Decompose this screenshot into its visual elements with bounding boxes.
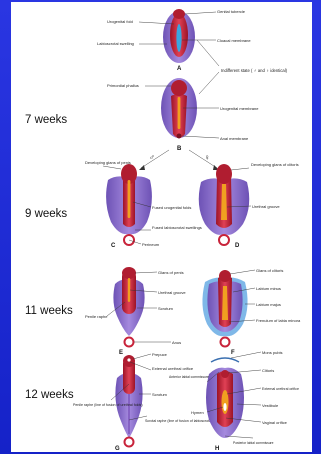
label-vaginal-orifice: Vaginal orifice <box>262 420 288 425</box>
label-urethral-groove-11: Urethral groove <box>158 290 186 295</box>
label-scrotum-11: Scrotum <box>158 306 174 311</box>
diagram-panel: A Genital tubercle Urogenital fold Cloac… <box>11 2 312 452</box>
label-anterior-labial-commissure: Anterior labial commissure <box>169 375 209 379</box>
external-genitalia-diagram: A Genital tubercle Urogenital fold Cloac… <box>11 2 312 452</box>
figure-letter-h: H <box>215 446 219 452</box>
stage-label-11-weeks: 11 weeks <box>25 305 73 317</box>
male-symbol: ♂ <box>149 153 155 162</box>
label-frenulum: Frenulum of labia minora <box>256 318 301 323</box>
label-scrotum-12: Scrotum <box>152 392 168 397</box>
figure-d: D Developing glans of clitoris Urethral … <box>199 162 299 249</box>
figure-b: B Primordial phallus Urogenital membrane… <box>107 78 259 152</box>
female-symbol: ♀ <box>204 153 210 162</box>
label-urogenital-membrane: Urogenital membrane <box>220 106 259 111</box>
figure-g: G Prepuce External urethral orifice Scro… <box>73 352 229 452</box>
label-external-urethral-orifice-male: External urethral orifice <box>152 366 194 371</box>
label-urethral-groove-9: Urethral groove <box>252 204 280 209</box>
label-developing-glans-clitoris: Developing glans of clitoris <box>251 162 299 167</box>
label-genital-tubercle: Genital tubercle <box>217 9 246 14</box>
figure-letter-a: A <box>177 66 182 72</box>
stage-label-7-weeks: 7 weeks <box>25 114 67 126</box>
label-glans-clitoris: Glans of clitoris <box>256 268 283 273</box>
stage-label-12-weeks: 12 weeks <box>25 389 74 401</box>
label-fused-urogenital-folds: Fused urogenital folds <box>152 205 191 210</box>
figure-e: E Glans of penis Urethral groove Scrotum… <box>85 267 186 356</box>
cloacal-membrane-shape <box>176 24 181 52</box>
figure-letter-d: D <box>235 243 240 249</box>
figure-letter-c: C <box>111 243 116 249</box>
stage-label-9-weeks: 9 weeks <box>25 208 67 220</box>
label-fused-labioscrotal-swellings: Fused labioscrotal swellings <box>152 225 202 230</box>
label-penile-raphe: Penile raphe <box>85 314 108 319</box>
label-penile-raphe-12: Penile raphe (line of fusion of urethral… <box>73 403 143 407</box>
figure-letter-f: F <box>231 350 235 356</box>
label-hymen: Hymen <box>191 410 204 415</box>
label-cloacal-membrane: Cloacal membrane <box>217 38 251 43</box>
label-anus: Anus <box>172 340 181 345</box>
figure-letter-e: E <box>119 350 123 356</box>
label-posterior-labial-commissure: Posterior labial commissure <box>233 441 274 445</box>
label-prepuce: Prepuce <box>152 352 168 357</box>
label-clitoris: Clitoris <box>262 368 274 373</box>
label-vestibule: Vestibule <box>262 403 279 408</box>
label-primordial-phallus: Primordial phallus <box>107 83 139 88</box>
label-mons-pubis: Mons pubis <box>262 350 282 355</box>
figure-f: F Glans of clitoris Labium minus Labium … <box>202 268 301 356</box>
genital-tubercle-shape <box>173 9 185 19</box>
label-perineum: Perineum <box>142 242 160 247</box>
label-developing-glans-penis: Developing glans of penis <box>85 160 131 165</box>
figure-letter-g: G <box>115 446 120 452</box>
label-labium-minus: Labium minus <box>256 286 281 291</box>
label-urogenital-fold: Urogenital fold <box>107 19 133 24</box>
label-anal-membrane: Anal membrane <box>220 136 249 141</box>
label-external-urethral-orifice-female: External urethral orifice <box>262 387 299 391</box>
label-glans-penis: Glans of penis <box>158 270 184 275</box>
figure-c: C Developing glans of penis Fused urogen… <box>85 160 202 249</box>
label-labium-majus: Labium majus <box>256 302 281 307</box>
label-indifferent-state: Indifferent state ( ♂ and ♀ identical) <box>221 68 288 73</box>
figure-letter-b: B <box>177 146 182 152</box>
label-labioscrotal-swelling: Labioscrotal swelling <box>97 41 134 46</box>
figure-a: A Genital tubercle Urogenital fold Cloac… <box>97 9 251 72</box>
